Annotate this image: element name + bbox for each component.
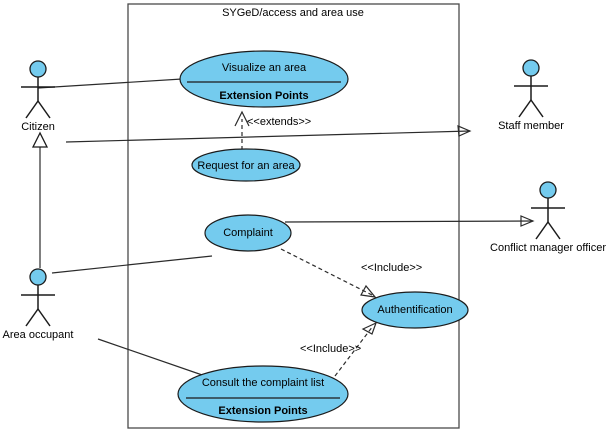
- actor-label: Area occupant: [3, 329, 74, 341]
- actor-head-icon: [522, 59, 540, 77]
- actor-head-icon: [539, 181, 557, 199]
- actor-leg-right: [37, 100, 51, 119]
- actor-area-occupant[interactable]: Area occupant: [3, 268, 74, 341]
- actor-leg-right: [37, 308, 51, 327]
- arrowhead-conflict-manager: [520, 215, 535, 227]
- actor-label: Conflict manager officer: [490, 242, 606, 254]
- usecase-ellipse: [179, 50, 349, 108]
- usecase-label: Consult the complaint list: [202, 377, 324, 389]
- extends-stereotype-label: <<extends>>: [247, 116, 311, 128]
- usecase-ellipse: [361, 291, 469, 329]
- actor-leg-left: [535, 221, 549, 240]
- association-complaint-conflict: [284, 220, 534, 223]
- actor-leg-left: [25, 308, 39, 327]
- association-occupant-consult: [97, 338, 209, 378]
- actor-staff-member[interactable]: Staff member: [498, 59, 564, 132]
- usecase-ellipse: [204, 214, 292, 252]
- usecase-authentification[interactable]: Authentification: [361, 291, 469, 329]
- include-arrowhead-auth-bottom: [361, 321, 378, 335]
- include-line-complaint-auth: [280, 248, 373, 296]
- association-citizen-visualize: [37, 78, 183, 89]
- usecase-request-for-an-area[interactable]: Request for an area: [191, 148, 301, 182]
- system-boundary-box: [127, 3, 460, 429]
- include-stereotype-label-consult: <<Include>>: [300, 343, 361, 355]
- include-line-consult-auth: [334, 325, 374, 377]
- usecase-label: Authentification: [377, 304, 452, 316]
- actor-leg-left: [518, 99, 532, 118]
- include-stereotype-label-complaint: <<Include>>: [361, 262, 422, 274]
- actor-head-icon: [29, 60, 47, 78]
- system-boundary-title: SYGeD/access and area use: [222, 7, 364, 19]
- usecase-label: Visualize an area: [222, 62, 307, 74]
- usecase-extension-points-label: Extension Points: [218, 405, 307, 417]
- actor-label: Staff member: [498, 120, 564, 132]
- include-arrowhead-auth-top: [360, 284, 377, 298]
- association-occupant-complaint: [51, 255, 213, 274]
- actor-label: Citizen: [21, 121, 55, 133]
- actor-citizen[interactable]: Citizen: [21, 60, 55, 133]
- usecase-ellipse: [177, 365, 349, 423]
- usecase-label: Request for an area: [197, 160, 295, 172]
- usecase-ellipse: [191, 148, 301, 182]
- actor-leg-left: [25, 100, 39, 119]
- usecase-extension-points-label: Extension Points: [219, 90, 308, 102]
- arrowhead-staff-member: [457, 125, 472, 137]
- generalization-triangle-citizen: [31, 131, 49, 148]
- actor-head-icon: [29, 268, 47, 286]
- actor-conflict-manager-officer[interactable]: Conflict manager officer: [490, 181, 606, 254]
- extends-arrowhead-visualize: [234, 110, 250, 127]
- actor-leg-right: [530, 99, 544, 118]
- association-request-staff: [65, 130, 471, 143]
- usecase-complaint[interactable]: Complaint: [204, 214, 292, 252]
- usecase-visualize-an-area[interactable]: Visualize an area Extension Points: [179, 50, 349, 108]
- actor-leg-right: [547, 221, 561, 240]
- usecase-consult-the-complaint-list[interactable]: Consult the complaint list Extension Poi…: [177, 365, 349, 423]
- usecase-label: Complaint: [223, 227, 273, 239]
